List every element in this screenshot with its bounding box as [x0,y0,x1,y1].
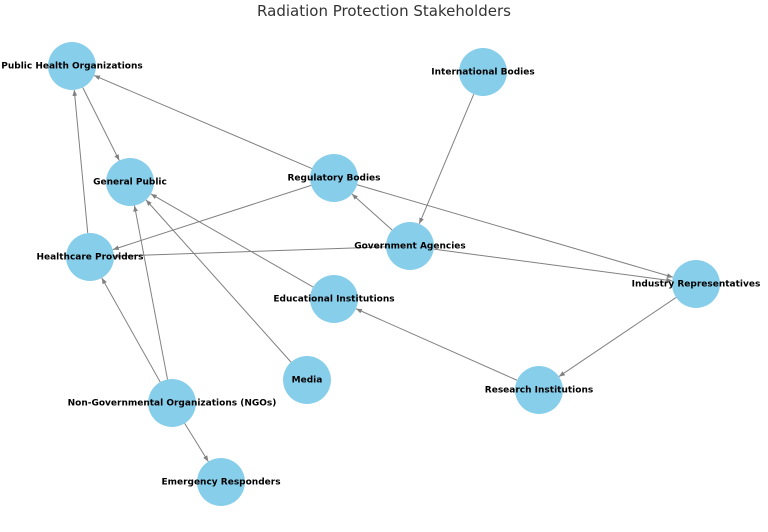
node-media: Media [283,356,331,404]
edge-ngo-to-gp [133,205,169,380]
diagram-title: Radiation Protection Stakeholders [257,2,511,20]
node-circle [148,379,196,427]
edge-ngo-to-er [184,423,209,462]
edge-pho-to-gp [82,87,120,161]
node-circle [197,458,245,506]
node-label: Emergency Responders [161,478,280,488]
node-label: Non-Governmental Organizations (NGOs) [68,399,277,409]
node-label: Educational Institutions [273,295,394,305]
node-pho: Public Health Organizations [1,42,143,90]
edge-ngo-to-hp [101,277,161,383]
edge-ib-to-ga [418,93,475,225]
node-circle [459,48,507,96]
node-ir: Industry Representatives [632,260,761,308]
node-label: General Public [93,178,167,188]
edge-ri-to-ei [355,308,518,381]
edge-ga-to-rb [351,193,393,231]
node-circle [283,356,331,404]
node-label: Healthcare Providers [36,253,143,263]
node-label: Public Health Organizations [1,62,142,72]
node-label: Regulatory Bodies [288,174,381,184]
node-ib: International Bodies [431,48,535,96]
edge-hp-to-pho [72,89,89,234]
edge-rb-to-pho [93,74,313,170]
node-label: Government Agencies [354,242,466,252]
node-hp: Healthcare Providers [36,233,144,281]
node-circle [48,42,96,90]
node-circle [106,158,154,206]
edge-ir-to-ri [558,297,677,377]
node-gp: General Public [93,158,167,206]
node-label: Research Institutions [485,386,593,396]
node-er: Emergency Responders [161,458,281,506]
edge-ga-to-hp [113,246,387,259]
edge-ga-to-ir [433,248,673,283]
edge-ei-to-gp [150,193,314,288]
edge-rb-to-hp [112,184,312,251]
node-circle [672,260,720,308]
node-circle [515,366,563,414]
node-circle [66,233,114,281]
node-label: Media [292,376,323,386]
node-rb: Regulatory Bodies [288,154,381,202]
node-ri: Research Institutions [485,366,593,414]
node-circle [310,275,358,323]
node-ga: Government Agencies [354,222,466,270]
node-circle [386,222,434,270]
node-ei: Educational Institutions [273,275,395,323]
edge-media-to-gp [145,199,292,363]
edge-rb-to-ir [356,184,674,278]
node-label: International Bodies [431,68,534,78]
node-label: Industry Representatives [632,280,761,290]
node-circle [310,154,358,202]
node-ngo: Non-Governmental Organizations (NGOs) [68,379,277,427]
